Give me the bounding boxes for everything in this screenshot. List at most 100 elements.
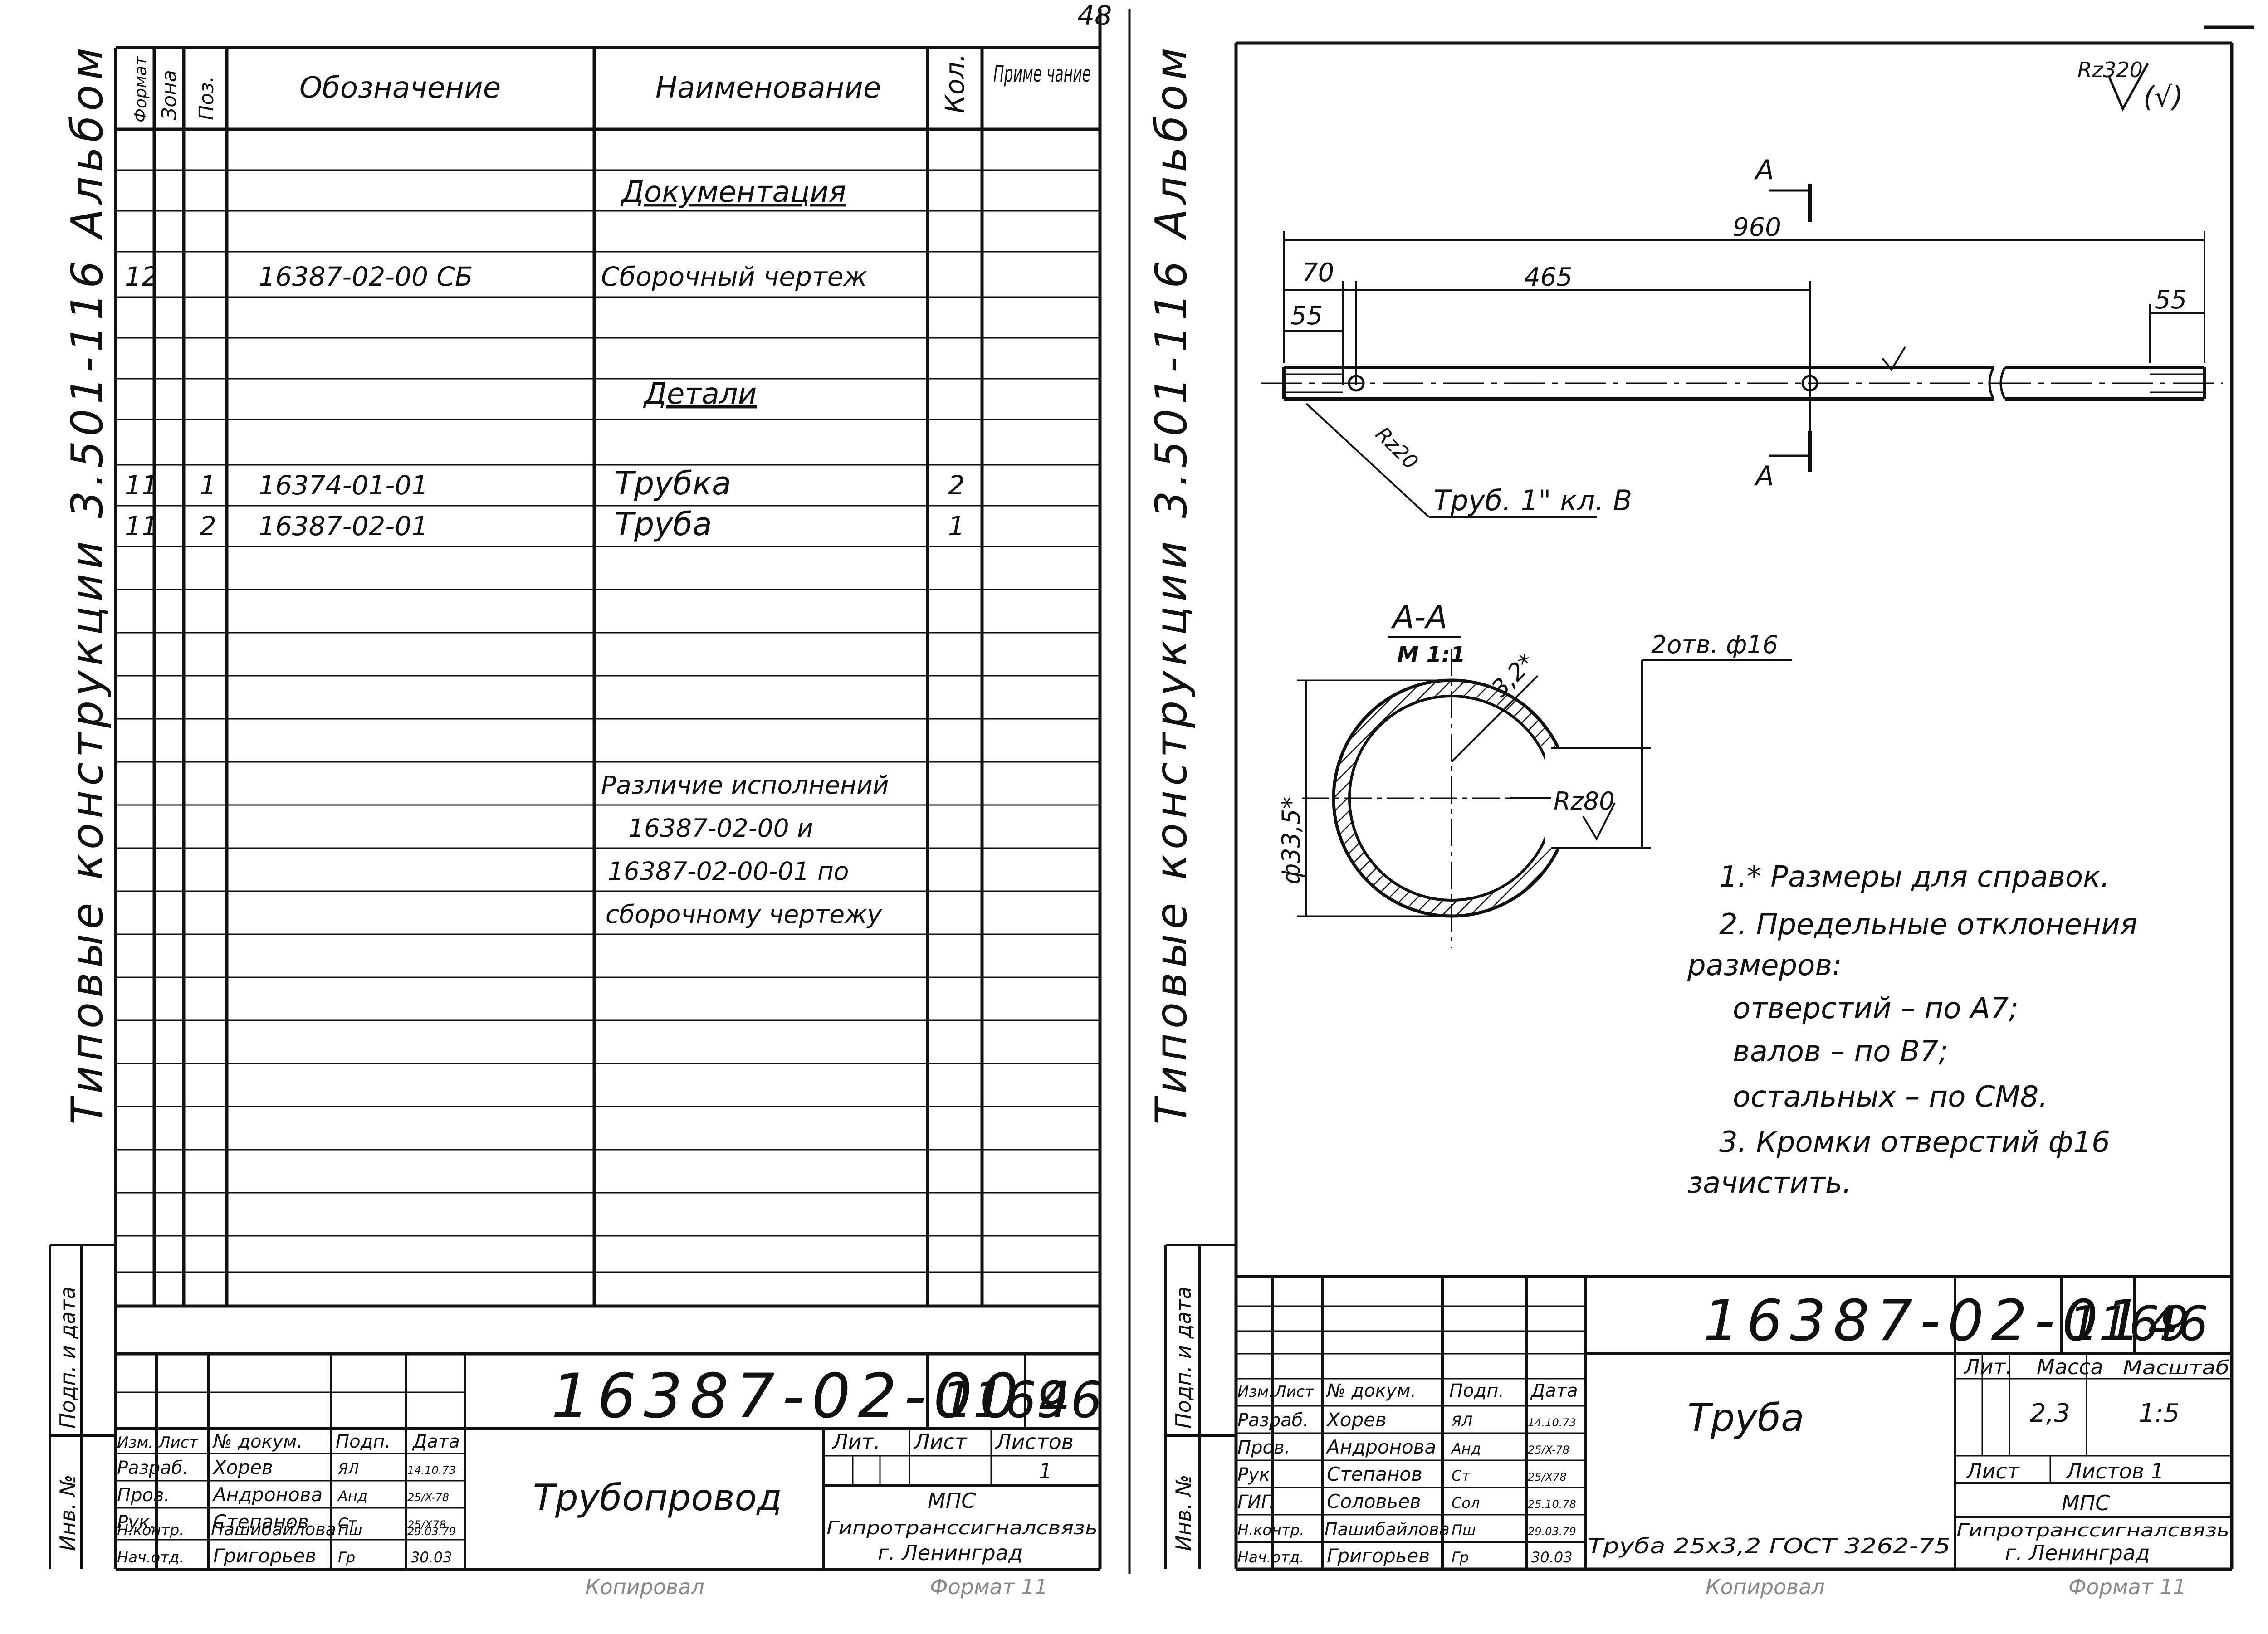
row-format: 11 bbox=[125, 470, 158, 501]
row-name: Труба bbox=[615, 506, 712, 543]
doc-code: 1169 bbox=[941, 1371, 1068, 1429]
person-row: Нач.отд. Григорьев Гр 30.03 bbox=[117, 1545, 452, 1567]
left-sheet: Типовые конструкции 3.501-116 Альбом 48 bbox=[49, 0, 1112, 1599]
thread-leader bbox=[1305, 403, 1430, 518]
header-date: Дата bbox=[1530, 1380, 1578, 1401]
row-pos: 1 bbox=[200, 470, 216, 501]
list-header: Лист bbox=[1965, 1459, 2020, 1483]
person-date: 30.03 bbox=[1531, 1549, 1573, 1566]
doc-material: Труба 25х3,2 ГОСТ 3262-75 bbox=[1588, 1534, 1950, 1558]
col-name: Наименование bbox=[655, 71, 881, 105]
col-zone: Зона bbox=[158, 70, 181, 120]
scale-value: 1:5 bbox=[2139, 1399, 2180, 1428]
person-role: Разраб. bbox=[117, 1458, 188, 1478]
person-row: ГИП Соловьев Сол 25.10.78 bbox=[1237, 1490, 1576, 1512]
right-side-title: Типовые конструкции 3.501-116 Альбом bbox=[1147, 43, 1197, 1125]
person-role: Разраб. bbox=[1237, 1410, 1309, 1431]
person-signature: Пш bbox=[338, 1522, 362, 1539]
person-date: 25/X78 bbox=[1528, 1471, 1567, 1483]
doc-number: 16387-02-01 bbox=[1703, 1288, 2149, 1354]
person-name: Пашибайлова bbox=[211, 1519, 336, 1539]
person-row: Разраб. Хорев ЯЛ 14.10.73 bbox=[1237, 1409, 1576, 1431]
note-line: Различие исполнений bbox=[601, 771, 889, 800]
listov-header: Листов 1 bbox=[2065, 1459, 2164, 1483]
section-mark-a-top: А bbox=[1754, 154, 1774, 186]
bottom-right-note: Формат 11 bbox=[930, 1575, 1048, 1599]
bottom-left-note: Копировал bbox=[1706, 1575, 1825, 1599]
doc-sheet-no: 46 bbox=[2148, 1296, 2209, 1351]
note-line: валов – по В7; bbox=[1733, 1035, 1948, 1068]
header-date: Дата bbox=[412, 1431, 460, 1452]
person-role: Рук. bbox=[117, 1512, 156, 1533]
person-date: 29.03.79 bbox=[407, 1525, 456, 1538]
note-line: 16387-02-00 и bbox=[628, 814, 813, 843]
note-line: сборочному чертежу bbox=[606, 900, 883, 929]
col-qty: Кол. bbox=[939, 54, 970, 113]
person-row: Рук. Степанов Ст 25/X78 bbox=[117, 1511, 446, 1533]
right-margin-inv-no: Инв. № bbox=[1171, 1474, 1196, 1551]
header-sign: Подп. bbox=[1449, 1380, 1504, 1401]
pipe-elevation bbox=[1261, 346, 2223, 401]
section-scale: М 1:1 bbox=[1397, 642, 1465, 668]
person-signature: Сол bbox=[1452, 1494, 1480, 1512]
row-format: 11 bbox=[125, 511, 158, 541]
person-role: Нач.отд. bbox=[117, 1548, 184, 1566]
technical-notes: 1.* Размеры для справок. 2. Предельные о… bbox=[1687, 860, 2137, 1200]
person-row: Пров. Андронова Анд 25/X-78 bbox=[1237, 1436, 1569, 1458]
right-margin-sign-date: Подп. и дата bbox=[1171, 1287, 1196, 1429]
row-qty: 2 bbox=[948, 470, 965, 501]
dim-55-right: 55 bbox=[2155, 285, 2187, 315]
person-row: Нач.отд. Григорьев Гр 30.03 bbox=[1237, 1545, 1573, 1567]
person-signature: Пш bbox=[1452, 1522, 1476, 1539]
lit-header: Лит. bbox=[831, 1429, 880, 1454]
row-designation: 16387-02-00 СБ bbox=[259, 261, 473, 292]
row-designation: 16387-02-01 bbox=[259, 511, 428, 541]
section-mark-a-bottom: А bbox=[1754, 460, 1774, 492]
person-name: Степанов bbox=[213, 1511, 309, 1533]
person-signature: Анд bbox=[1451, 1440, 1481, 1457]
person-role: Рук. bbox=[1237, 1464, 1276, 1485]
header-list: Лист bbox=[158, 1434, 198, 1452]
person-role: ГИП bbox=[1237, 1492, 1275, 1512]
person-date: 25/X-78 bbox=[407, 1491, 449, 1504]
rz80-label: Rz80 bbox=[1554, 787, 1615, 815]
right-sheet: Типовые конструкции 3.501-116 Альбом Rz3… bbox=[1147, 25, 2254, 1599]
list-header: Лист bbox=[913, 1429, 968, 1454]
scale-header: Масштаб bbox=[2123, 1356, 2229, 1379]
person-name: Андронова bbox=[212, 1483, 323, 1506]
person-name: Андронова bbox=[1325, 1436, 1436, 1458]
mass-value: 2,3 bbox=[2030, 1399, 2070, 1428]
person-signature: Гр bbox=[338, 1549, 355, 1566]
roughness-mark-icon bbox=[2108, 63, 2149, 112]
header-sign: Подп. bbox=[336, 1431, 391, 1452]
roughness-rz80-icon bbox=[1582, 802, 1616, 841]
note-line: 16387-02-00-01 по bbox=[608, 857, 849, 886]
listov-header: Листов bbox=[995, 1429, 1074, 1454]
person-date: 29.03.79 bbox=[1528, 1525, 1576, 1538]
person-date: 25/X-78 bbox=[1528, 1444, 1569, 1456]
org: МПС bbox=[928, 1488, 976, 1513]
person-name: Пашибайлова bbox=[1325, 1519, 1450, 1539]
header-doc: № докум. bbox=[1326, 1380, 1416, 1401]
org: МПС bbox=[2062, 1491, 2110, 1515]
person-role: Пров. bbox=[1237, 1437, 1290, 1458]
org2: Гипротранссигналсвязь bbox=[826, 1517, 1098, 1539]
spec-row: 12 16387-02-00 СБ Сборочный чертеж bbox=[125, 261, 867, 292]
person-role: Нач.отд. bbox=[1237, 1548, 1305, 1566]
col-designation: Обозначение bbox=[299, 71, 501, 105]
dim-70: 70 bbox=[1302, 258, 1334, 288]
col-note: Приме чание bbox=[993, 61, 1091, 87]
spec-row: 11 1 16374-01-01 Трубка 2 bbox=[125, 465, 965, 502]
person-row: Рук. Степанов Ст 25/X78 bbox=[1237, 1463, 1567, 1485]
row-format: 12 bbox=[125, 261, 158, 292]
section-details: Детали bbox=[643, 377, 757, 411]
lit-header: Лит. bbox=[1963, 1355, 2012, 1379]
org2: Гипротранссигналсвязь bbox=[1956, 1520, 2229, 1541]
person-name: Степанов bbox=[1327, 1463, 1422, 1485]
section-view: А-А М 1:1 2отв. ф16 3,2* ф33,5* Rz80 bbox=[1277, 599, 1792, 948]
note-line: отверстий – по А7; bbox=[1733, 992, 2019, 1025]
note-line: 1.* Размеры для справок. bbox=[1719, 860, 2110, 894]
dim-total: 960 bbox=[1733, 213, 1781, 242]
row-name: Трубка bbox=[615, 465, 731, 502]
